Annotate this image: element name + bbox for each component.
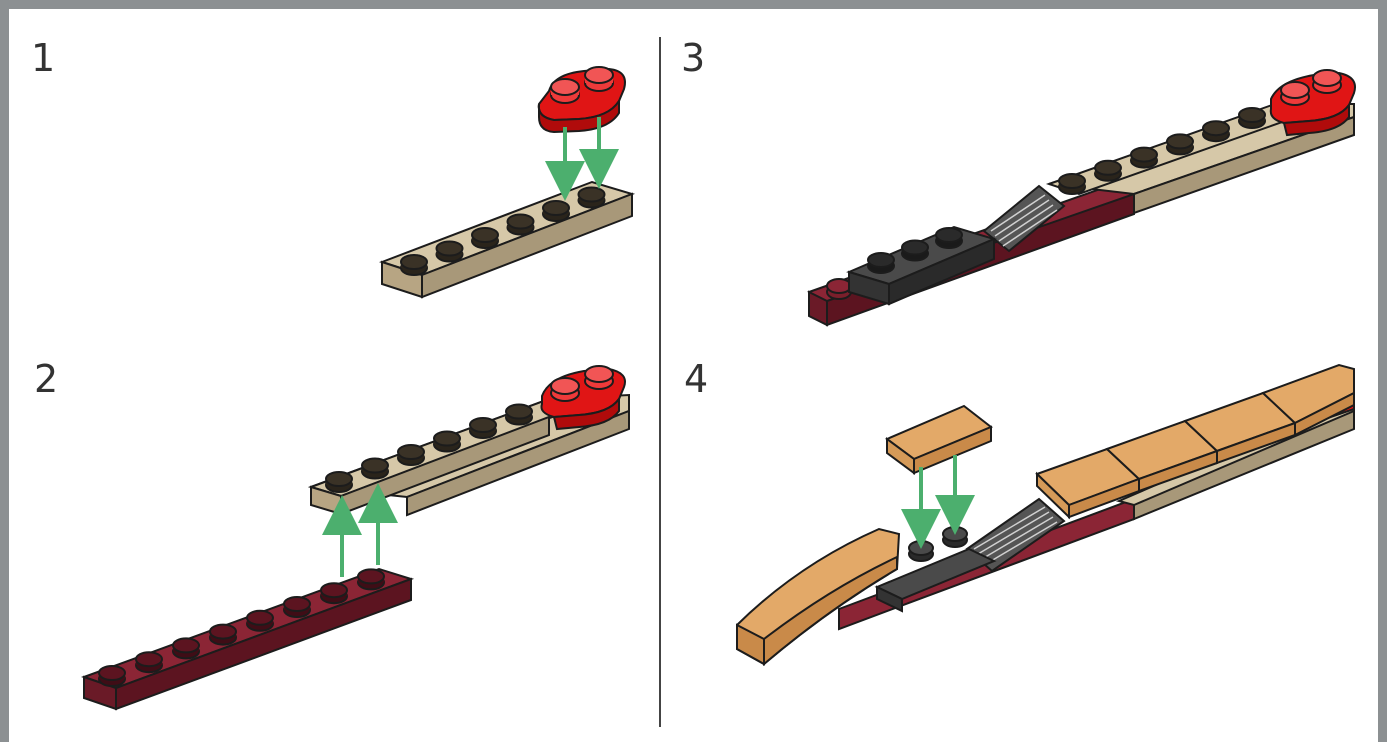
stud (901, 239, 929, 256)
stud (1202, 120, 1230, 137)
plate-studs (400, 186, 606, 276)
stud (135, 651, 163, 668)
stud (1238, 107, 1266, 123)
stud (246, 609, 274, 626)
stud (320, 582, 348, 599)
stud (1058, 173, 1086, 189)
stud (98, 665, 126, 681)
step-number-4: 4 (684, 357, 709, 401)
tan-plate-1x6 (378, 180, 636, 299)
stud (283, 596, 311, 612)
step-1-illustration (378, 66, 636, 299)
instruction-page: 1 2 3 4 (9, 9, 1378, 742)
stud (361, 457, 389, 474)
stud (209, 623, 237, 640)
stud (471, 227, 499, 243)
panel-divider (659, 37, 661, 727)
step-number-1: 1 (31, 36, 56, 80)
plate-studs (1058, 107, 1266, 195)
build-illustrations (81, 66, 1356, 711)
step-3-illustration (807, 69, 1356, 327)
tan-plate-assembly (307, 365, 630, 517)
step-number-2: 2 (34, 357, 59, 401)
nougat-tiles-row (1035, 363, 1355, 520)
dark-red-plate-1x8 (81, 567, 415, 711)
step-4-illustration (736, 363, 1355, 667)
stud (935, 227, 963, 243)
stud (433, 430, 461, 447)
stud (542, 200, 570, 216)
stud (325, 471, 353, 487)
stud (505, 403, 533, 420)
step-2-illustration (81, 365, 630, 711)
stud (867, 252, 895, 268)
grille-tile (982, 184, 1066, 253)
nougat-tile-1x2 (885, 404, 993, 475)
stud (506, 213, 535, 230)
stud (469, 417, 497, 433)
red-plate-1x2-rounded (537, 66, 626, 134)
plate-studs (867, 227, 963, 274)
stud (1094, 159, 1122, 176)
stud (397, 444, 425, 460)
stud (172, 637, 200, 654)
stud (1130, 146, 1158, 163)
stud (400, 254, 428, 270)
stud (357, 568, 385, 585)
stud (1166, 133, 1194, 150)
plate-studs (98, 568, 385, 687)
stud (435, 240, 464, 257)
step-number-3: 3 (681, 36, 706, 80)
plate-studs (325, 403, 533, 493)
stud (577, 186, 606, 203)
